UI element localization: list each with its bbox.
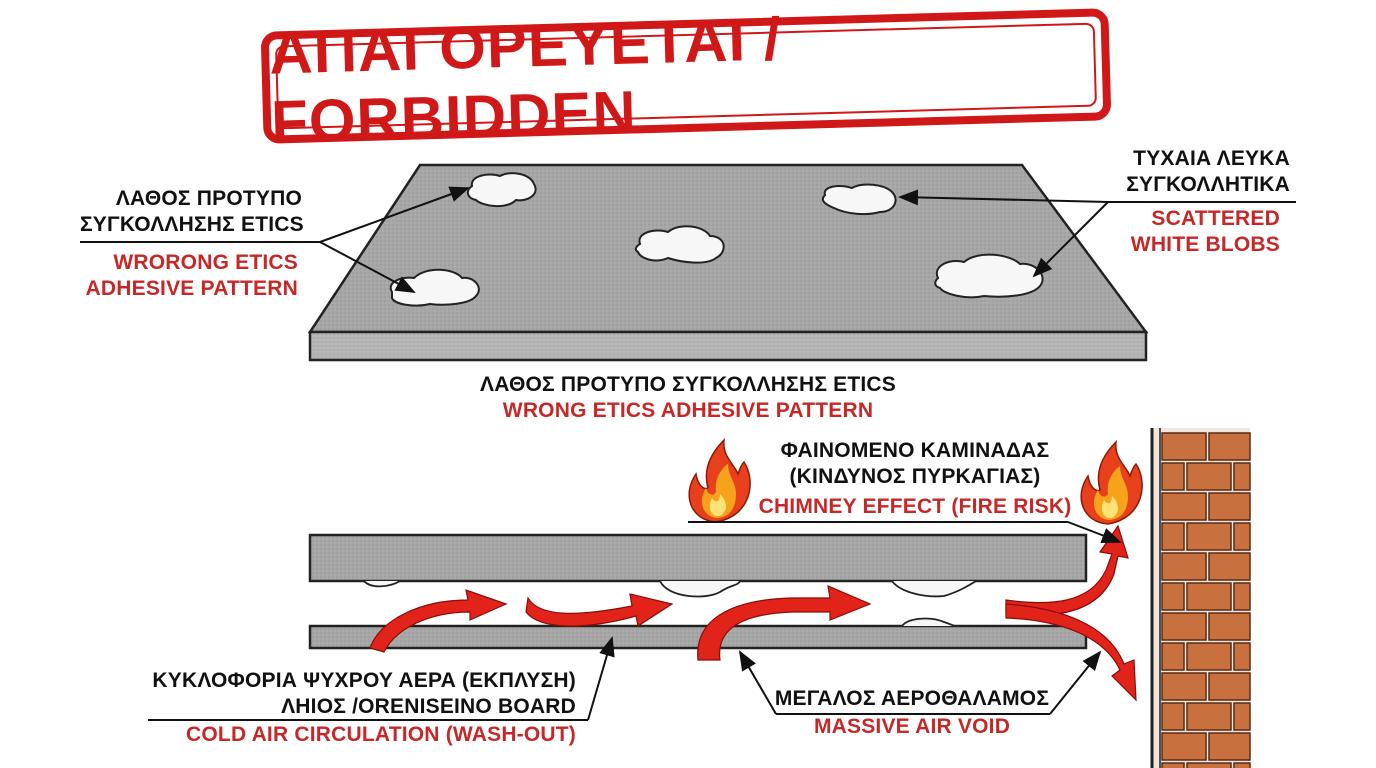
airflow-arrow xyxy=(369,589,508,653)
adhesive-blob xyxy=(821,183,897,216)
brick xyxy=(1161,702,1185,731)
brick xyxy=(1233,582,1251,611)
airflow-arrow xyxy=(697,585,872,661)
left-callout-english: WRORONG ETICS ADHESIVE PATTERN xyxy=(80,250,298,302)
brick xyxy=(1161,642,1185,671)
brick xyxy=(1233,702,1251,731)
top-caption-english: WRONG ETICS ADHESIVE PATTERN xyxy=(502,399,874,422)
brick xyxy=(1208,552,1251,581)
right-callout-greek-line2: ΣΥΓΚΟΛΛΗΤΙΚΑ xyxy=(1126,173,1290,196)
air-void-callout-greek: ΜΕΓΑΛΟΣ ΑΕΡΟΘΑΛΑΜΟΣ xyxy=(774,687,1050,710)
left-callout-greek-line1: ΛΑΘΟΣ ΠΡΟΤΥΠΟ xyxy=(115,187,302,210)
brick xyxy=(1208,612,1251,641)
cold-air-callout-greek-line2: ΛΗΙΟΣ /ORENISEINO BOARD xyxy=(281,695,576,718)
brick-wall xyxy=(1150,428,1251,768)
right-callout-greek-line1: ΤΥΧΑΙΑ ΛΕΥΚΑ xyxy=(1133,147,1290,170)
left-callout-greek-line2: ΣΥΓΚΟΛΛΗΣΗΣ ETICS xyxy=(80,213,304,236)
left-callout-english-line1: WRORONG ETICS xyxy=(113,251,298,274)
brick xyxy=(1161,432,1207,461)
banner-text: ΑΠΑΓΟΡΕΥΕΤΑΙ / FORBIDDEN xyxy=(268,5,783,156)
brick xyxy=(1186,702,1232,731)
air-void-callout-english: MASSIVE AIR VOID xyxy=(813,715,1011,738)
brick xyxy=(1161,552,1207,581)
cold-air-callout-greek: ΚΥΚΛΟΦΟΡΙΑ ΨΥΧΡΟΥ ΑΕΡΑ (ΕΚΠΛΥΣΗ) ΛΗΙΟΣ /… xyxy=(120,668,576,720)
top-caption-greek: ΛΑΘΟΣ ΠΡΟΤΥΠΟ ΣΥΓΚΟΛΛΗΣΗΣ ETICS xyxy=(479,373,897,396)
brick xyxy=(1161,762,1185,768)
brick xyxy=(1161,612,1207,641)
brick xyxy=(1233,462,1251,491)
brick xyxy=(1208,432,1251,461)
adhesive-blob xyxy=(934,253,1044,299)
chimney-callout-greek: ΦΑΙΝΟΜΕΝΟ ΚΑΜΙΝΑΔΑΣ (ΚΙΝΔΥΝΟΣ ΠΥΡΚΑΓΙΑΣ) xyxy=(740,438,1090,490)
brick xyxy=(1208,732,1251,761)
brick xyxy=(1161,492,1207,521)
forbidden-banner: ΑΠΑΓΟΡΕΥΕΤΑΙ / FORBIDDEN xyxy=(260,5,1112,156)
left-callout-greek: ΛΑΘΟΣ ΠΡΟΤΥΠΟ ΣΥΓΚΟΛΛΗΣΗΣ ETICS xyxy=(80,186,304,238)
adhesive-blob xyxy=(634,225,725,264)
brick xyxy=(1161,582,1185,611)
adhesive-dab xyxy=(363,580,977,627)
brick xyxy=(1233,762,1251,768)
brick xyxy=(1186,642,1232,671)
brick xyxy=(1186,762,1232,768)
brick xyxy=(1208,492,1251,521)
brick xyxy=(1233,522,1251,551)
chimney-callout-greek-line1: ΦΑΙΝΟΜΕΝΟ ΚΑΜΙΝΑΔΑΣ xyxy=(780,439,1050,462)
airflow-arrow xyxy=(1005,603,1137,702)
brick xyxy=(1161,462,1185,491)
brick xyxy=(1186,462,1232,491)
brick xyxy=(1208,672,1251,701)
chimney-callout-english: CHIMNEY EFFECT (FIRE RISK) xyxy=(758,495,1072,518)
cold-air-callout-greek-line1: ΚΥΚΛΟΦΟΡΙΑ ΨΥΧΡΟΥ ΑΕΡΑ (ΕΚΠΛΥΣΗ) xyxy=(152,669,576,692)
callout-line-left xyxy=(80,186,470,293)
right-callout-greek: ΤΥΧΑΙΑ ΛΕΥΚΑ ΣΥΓΚΟΛΛΗΤΙΚΑ xyxy=(1090,146,1290,198)
chimney-callout-greek-line2: (ΚΙΝΔΥΝΟΣ ΠΥΡΚΑΓΙΑΣ) xyxy=(789,465,1041,488)
left-callout-english-line2: ADHESIVE PATTERN xyxy=(85,277,298,300)
fire-icon xyxy=(1080,439,1143,525)
brick xyxy=(1161,672,1207,701)
insulation-board-top xyxy=(307,163,1149,362)
callout-line-cold-air xyxy=(148,636,615,721)
brick xyxy=(1233,642,1251,671)
right-callout-english-line2: WHITE BLOBS xyxy=(1130,233,1280,256)
brick xyxy=(1186,522,1232,551)
adhesive-blob xyxy=(466,172,537,207)
cold-air-callout-english: COLD AIR CIRCULATION (WASH-OUT) xyxy=(186,723,576,746)
right-callout-english-line1: SCATTERED xyxy=(1151,207,1280,230)
right-callout-english: SCATTERED WHITE BLOBS xyxy=(1090,206,1280,258)
brick xyxy=(1161,732,1207,761)
brick xyxy=(1161,522,1185,551)
callout-line-chimney xyxy=(688,521,1122,544)
fire-icon xyxy=(688,437,751,523)
airflow-arrow xyxy=(525,593,674,627)
brick xyxy=(1186,582,1232,611)
callout-line-right xyxy=(898,189,1296,278)
callout-line-air-void xyxy=(738,650,1102,715)
insulation-board-section xyxy=(308,533,1088,583)
